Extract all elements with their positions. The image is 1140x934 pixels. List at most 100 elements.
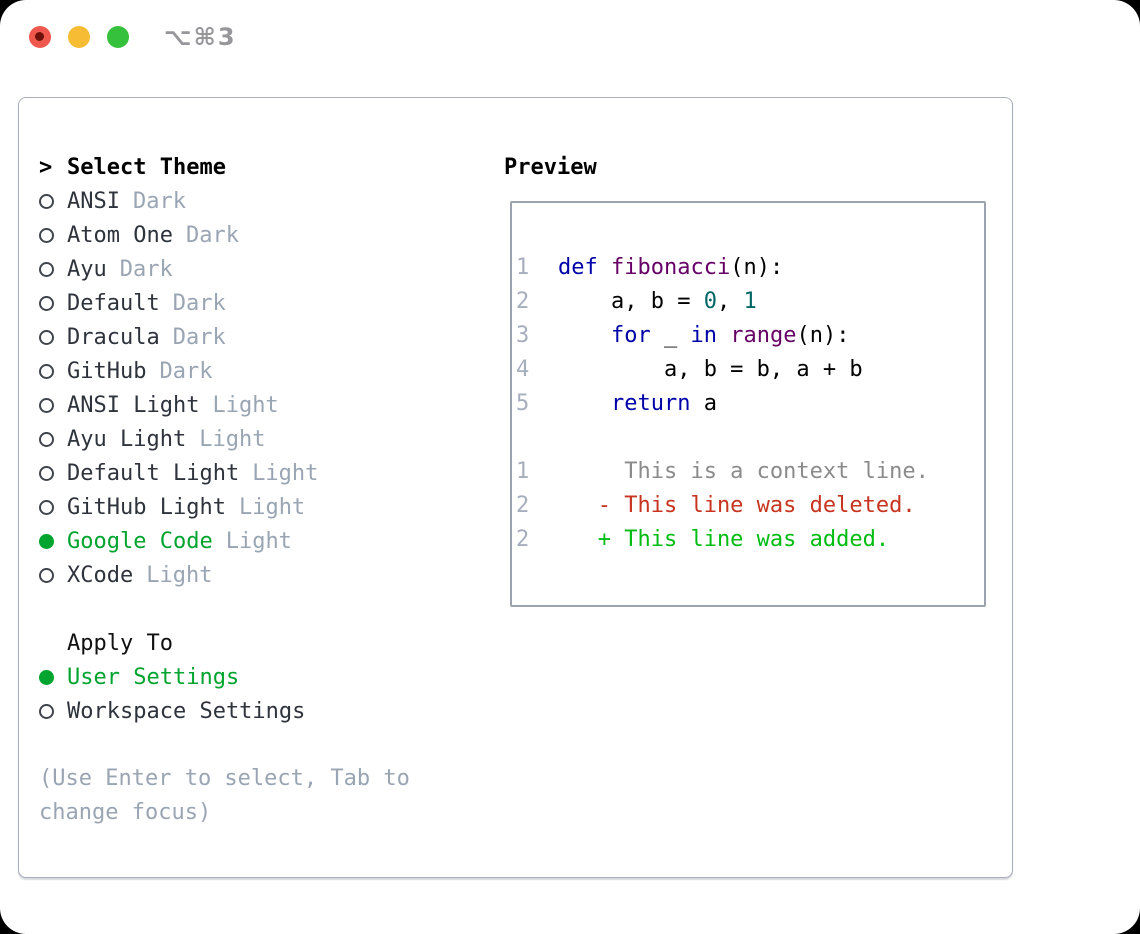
radio-icon xyxy=(39,567,54,583)
line-number: 2 xyxy=(516,492,530,518)
code-token: for xyxy=(610,322,651,348)
radio-icon xyxy=(39,363,54,379)
marker-cell xyxy=(39,431,67,447)
theme-item-google-code[interactable]: Google Code Light xyxy=(39,524,484,558)
code-token: (n): xyxy=(796,322,850,348)
radio-icon xyxy=(39,397,54,413)
theme-variant: Dark xyxy=(172,290,226,316)
minimize-icon[interactable] xyxy=(68,26,90,48)
zoom-icon[interactable] xyxy=(107,26,129,48)
code-line: 2 a, b = 0, 1 xyxy=(516,284,984,318)
blank-line xyxy=(516,420,984,454)
theme-variant: Light xyxy=(238,494,306,520)
marker-cell xyxy=(39,363,67,379)
apply-to-header: Apply To xyxy=(39,626,484,660)
theme-variant: Light xyxy=(252,460,319,486)
code-line: 3 for _ in range(n): xyxy=(516,318,984,352)
theme-variant: Light xyxy=(146,562,213,588)
theme-item-ansi-light[interactable]: ANSI Light Light xyxy=(39,388,484,422)
code-token xyxy=(558,391,611,416)
code-token: (n): xyxy=(730,254,784,280)
theme-name: GitHub Light xyxy=(67,494,226,520)
theme-name: Default xyxy=(67,290,160,316)
theme-item-ayu-light[interactable]: Ayu Light Light xyxy=(39,422,484,456)
theme-variant: Dark xyxy=(172,324,226,350)
theme-item-default-light[interactable]: Default Light Light xyxy=(39,456,484,490)
theme-variant: Light xyxy=(225,528,292,554)
code-token: a xyxy=(690,390,717,416)
radio-icon xyxy=(39,703,54,719)
code-token xyxy=(558,323,611,348)
theme-item-github[interactable]: GitHub Dark xyxy=(39,354,484,388)
theme-variant: Dark xyxy=(185,222,239,248)
line-number: 2 xyxy=(516,288,530,314)
apply-to-title: Apply To xyxy=(67,630,173,656)
theme-item-atom-one[interactable]: Atom One Dark xyxy=(39,218,484,252)
line-number: 1 xyxy=(516,254,530,280)
select-theme-title: Select Theme xyxy=(67,154,226,180)
code-line: 4 a, b = b, a + b xyxy=(516,352,984,386)
code-token: in xyxy=(690,322,717,348)
titlebar: ⌥⌘3 xyxy=(0,0,1140,97)
preview-title: Preview xyxy=(504,154,597,180)
marker-cell xyxy=(39,397,67,413)
theme-name: Atom One xyxy=(67,222,173,248)
code-token xyxy=(717,323,730,348)
theme-variant: Light xyxy=(212,392,279,418)
selected-radio-icon xyxy=(39,533,54,549)
radio-icon xyxy=(39,465,54,481)
apply-item-user-settings[interactable]: User Settings xyxy=(39,660,484,694)
code-token xyxy=(598,255,611,280)
line-number: 4 xyxy=(516,356,530,382)
theme-name: ANSI Light xyxy=(67,392,200,418)
diff-line-deleted: 2 - This line was deleted. xyxy=(516,488,984,522)
theme-variant: Dark xyxy=(159,358,213,384)
help-text: (Use Enter to select, Tab to change focu… xyxy=(39,766,410,825)
theme-variant: Dark xyxy=(132,188,186,214)
apply-name: Workspace Settings xyxy=(67,698,306,724)
line-number: 3 xyxy=(516,322,530,348)
radio-icon xyxy=(39,227,54,243)
window-title: ⌥⌘3 xyxy=(164,23,237,51)
theme-variant: Light xyxy=(199,426,266,452)
theme-name: Default Light xyxy=(67,460,240,486)
marker-cell xyxy=(39,261,67,277)
diff-text: + This line was added. xyxy=(558,526,890,552)
close-icon[interactable] xyxy=(29,26,51,48)
theme-item-github-light[interactable]: GitHub Light Light xyxy=(39,490,484,524)
select-theme-header: > Select Theme xyxy=(39,150,484,184)
theme-name: Google Code xyxy=(67,528,213,554)
marker-cell xyxy=(39,465,67,481)
theme-item-default[interactable]: Default Dark xyxy=(39,286,484,320)
marker-cell xyxy=(39,567,67,583)
radio-icon xyxy=(39,431,54,447)
marker-cell xyxy=(39,499,67,515)
line-number: 1 xyxy=(516,458,530,484)
spacer xyxy=(39,592,484,626)
radio-icon xyxy=(39,261,54,277)
diff-text: This is a context line. xyxy=(558,458,929,484)
code-token: def xyxy=(558,254,598,280)
theme-name: GitHub xyxy=(67,358,147,384)
marker-cell xyxy=(39,533,67,549)
theme-name: Ayu Light xyxy=(67,426,187,452)
code-token: a, b = xyxy=(558,288,704,314)
marker-cell xyxy=(39,295,67,311)
marker-cell xyxy=(39,703,67,719)
line-number: 5 xyxy=(516,390,530,416)
code-token: _ xyxy=(650,322,691,348)
code-token: a, b = b, a + b xyxy=(558,356,863,382)
code-token: 1 xyxy=(743,288,757,314)
marker-cell xyxy=(39,329,67,345)
line-number: 2 xyxy=(516,526,530,552)
apply-item-workspace-settings[interactable]: Workspace Settings xyxy=(39,694,484,728)
